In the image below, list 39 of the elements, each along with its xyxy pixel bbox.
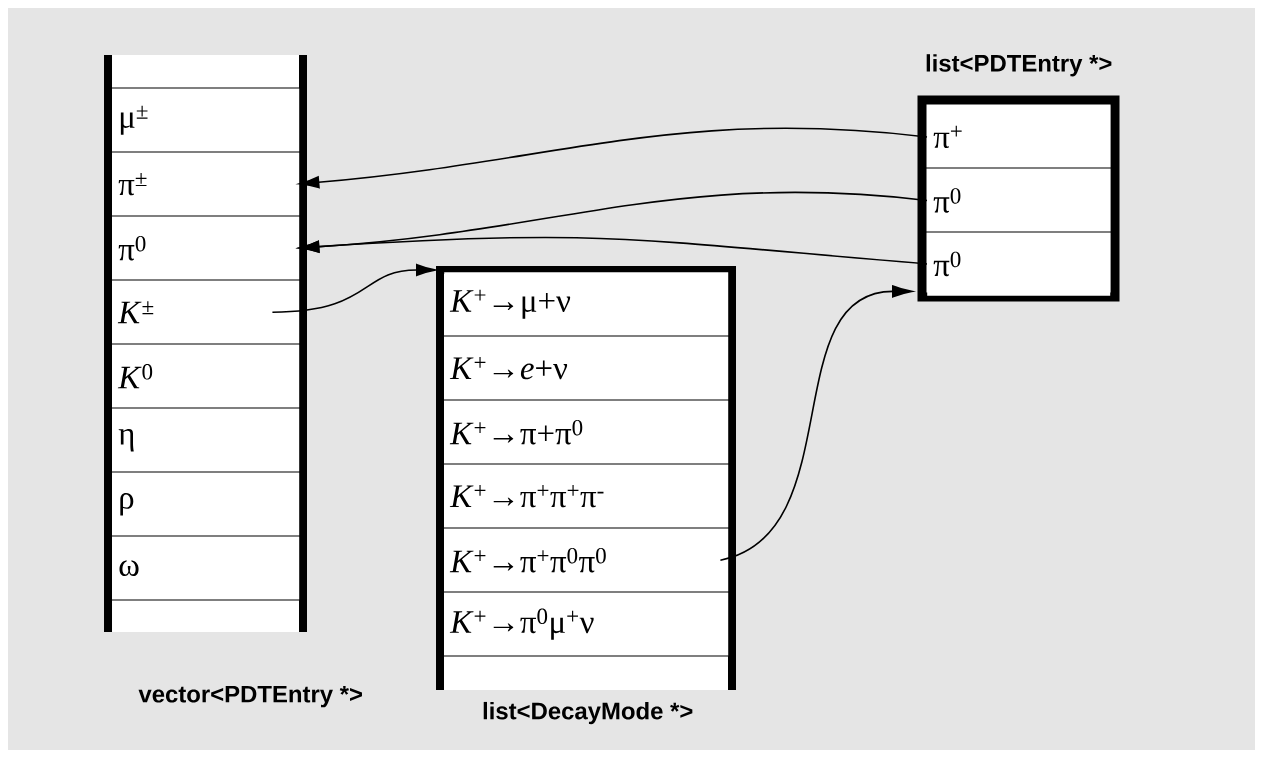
node-label: K$^{+}$→e+ν — [449, 357, 568, 380]
table-cell: K$^{0}$ — [112, 344, 300, 409]
node-label: list<DecayMode *> — [483, 701, 693, 725]
node-label: ρ — [120, 492, 134, 516]
table-cell: K$^{+}$→π$^{+}$π$^{+}$π$^{-}$ — [444, 464, 729, 529]
table-cell: ω — [112, 536, 300, 601]
table-cell: η — [112, 408, 300, 473]
table-cell: K$^{+}$→π$^{+}$π$^{0}$π$^{0}$ — [444, 528, 729, 593]
table-cell: K$^{±}$ — [112, 280, 300, 345]
node-label: vector<PDTEntry *> — [138, 685, 362, 708]
table-cell: K$^{+}$→e+ν — [444, 336, 729, 401]
node-label: π$^{0}$ — [118, 235, 146, 261]
table-cell: π$^{0}$ — [927, 168, 1111, 233]
arrow — [271, 263, 437, 313]
node-label: K$^{+}$→π$^{+}$π$^{0}$π$^{0}$ — [449, 547, 606, 573]
table-cell: π$^{+}$ — [927, 105, 1111, 169]
node-label: ω — [119, 560, 139, 577]
node-label: K$^{±}$ — [117, 301, 154, 324]
table-cell: K$^{+}$→π+π$^{0}$ — [444, 400, 729, 465]
node-label: μ$^{±}$ — [120, 105, 148, 135]
table-cell: π$^{±}$ — [112, 152, 300, 217]
node-label: π$^{0}$ — [933, 251, 961, 277]
node-label: π$^{+}$ — [933, 125, 962, 149]
table-cell: μ$^{±}$ — [112, 88, 300, 153]
node-label: K$^{+}$→π+π$^{0}$ — [449, 419, 583, 445]
node-label: π$^{0}$ — [933, 188, 961, 213]
node-label: K$^{0}$ — [117, 364, 153, 389]
node-label: K$^{+}$→π$^{+}$π$^{+}$π$^{-}$ — [449, 485, 604, 508]
node-label: η — [118, 428, 134, 452]
arrow — [719, 285, 913, 561]
table-cell: π$^{0}$ — [112, 216, 300, 281]
table-cell: π$^{0}$ — [927, 232, 1111, 296]
node-label: K$^{+}$→π$^{0}$μ$^{+}$ν — [449, 608, 594, 640]
node-label: list<PDTEntry *> — [926, 54, 1112, 77]
table-cell: ρ — [112, 472, 300, 537]
table-cell: K$^{+}$→π$^{0}$μ$^{+}$ν — [444, 592, 729, 657]
node-label: K$^{+}$→μ+ν — [449, 289, 571, 319]
node-label: π$^{±}$ — [118, 173, 147, 196]
table-cell: K$^{+}$→μ+ν — [444, 272, 729, 337]
